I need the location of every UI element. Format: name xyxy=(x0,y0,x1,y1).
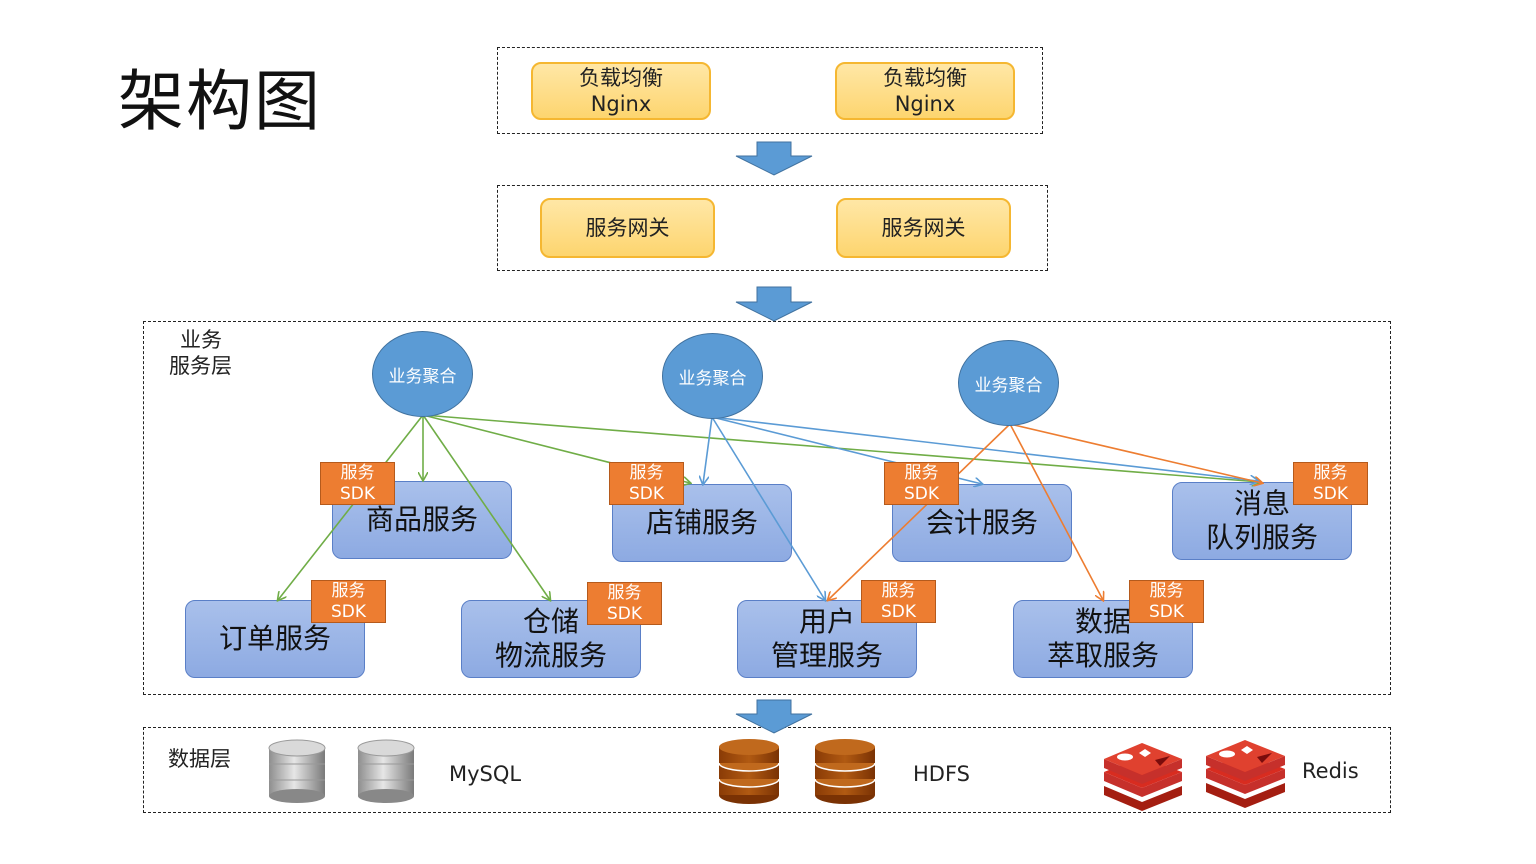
gateway-label-2: 服务网关 xyxy=(881,216,966,240)
sdk-tag-line1: 服务 xyxy=(331,580,366,601)
sdk-tag-line1: 服务 xyxy=(1149,580,1184,601)
database-silver-icon xyxy=(357,739,415,803)
database-silver-icon xyxy=(268,739,326,803)
business-layer-label-2: 服务层 xyxy=(169,354,232,378)
business-aggregator-3[interactable]: 业务聚合 xyxy=(958,340,1059,426)
message-queue-service-label-2: 队列服务 xyxy=(1205,521,1318,554)
business-layer-label: 业务 服务层 xyxy=(169,327,232,379)
sdk-tag-message-queue: 服务 SDK xyxy=(1293,462,1368,505)
nginx-sub-1: Nginx xyxy=(590,92,652,116)
sdk-tag-line1: 服务 xyxy=(607,582,642,603)
page-title: 架构图 xyxy=(118,63,322,140)
flow-arrow-3 xyxy=(735,699,813,734)
database-brown-icon xyxy=(718,739,780,804)
order-service-label: 订单服务 xyxy=(218,622,331,655)
sdk-tag-warehouse: 服务 SDK xyxy=(587,582,662,625)
nginx-load-balancer-1[interactable]: 负载均衡 Nginx xyxy=(531,62,711,120)
nginx-label-1: 负载均衡 xyxy=(579,66,663,90)
sdk-tag-order: 服务 SDK xyxy=(311,580,386,623)
gateway-layer xyxy=(497,185,1048,271)
user-service-label-1: 用户 xyxy=(798,605,855,638)
redis-icon xyxy=(1206,740,1285,808)
sdk-tag-line2: SDK xyxy=(339,483,376,504)
business-service-layer xyxy=(143,321,1391,695)
gateway-label-1: 服务网关 xyxy=(585,216,670,240)
flow-arrow-1 xyxy=(735,141,813,176)
shop-service-label: 店铺服务 xyxy=(645,506,758,539)
data-layer-label: 数据层 xyxy=(168,747,231,771)
service-gateway-1[interactable]: 服务网关 xyxy=(540,198,715,258)
business-aggregator-1[interactable]: 业务聚合 xyxy=(372,331,473,417)
sdk-tag-line1: 服务 xyxy=(1313,462,1348,483)
sdk-tag-user: 服务 SDK xyxy=(861,580,936,623)
sdk-tag-accounting: 服务 SDK xyxy=(884,462,959,505)
user-service-label-2: 管理服务 xyxy=(770,639,883,672)
sdk-tag-line1: 服务 xyxy=(629,462,664,483)
sdk-tag-line2: SDK xyxy=(903,483,940,504)
product-service-label: 商品服务 xyxy=(365,503,478,536)
aggregator-label-3: 业务聚合 xyxy=(974,375,1043,396)
redis-icon xyxy=(1104,743,1182,811)
message-queue-service-label-1: 消息 xyxy=(1233,487,1290,520)
sdk-tag-shop: 服务 SDK xyxy=(609,462,684,505)
redis-label: Redis xyxy=(1302,759,1359,783)
aggregator-label-1: 业务聚合 xyxy=(388,366,457,387)
service-gateway-2[interactable]: 服务网关 xyxy=(836,198,1011,258)
sdk-tag-line1: 服务 xyxy=(904,462,939,483)
sdk-tag-data: 服务 SDK xyxy=(1129,580,1204,623)
mysql-label: MySQL xyxy=(449,762,522,786)
business-aggregator-2[interactable]: 业务聚合 xyxy=(662,333,763,419)
sdk-tag-line1: 服务 xyxy=(881,580,916,601)
sdk-tag-line1: 服务 xyxy=(340,462,375,483)
user-management-service[interactable]: 用户 管理服务 xyxy=(737,600,917,678)
sdk-tag-line2: SDK xyxy=(1312,483,1349,504)
flow-arrow-2 xyxy=(735,286,813,322)
sdk-tag-line2: SDK xyxy=(606,603,643,624)
aggregator-label-2: 业务聚合 xyxy=(678,368,747,389)
load-balancer-layer xyxy=(497,47,1043,134)
sdk-tag-line2: SDK xyxy=(628,483,665,504)
hdfs-label: HDFS xyxy=(913,762,971,786)
business-layer-label-1: 业务 xyxy=(180,328,222,352)
product-service[interactable]: 商品服务 xyxy=(332,481,512,559)
database-brown-icon xyxy=(814,739,876,804)
data-service-label-1: 数据 xyxy=(1074,605,1131,638)
orange-links xyxy=(828,423,1262,600)
warehouse-service-label-2: 物流服务 xyxy=(494,639,607,672)
sdk-tag-product: 服务 SDK xyxy=(320,462,395,505)
order-service[interactable]: 订单服务 xyxy=(185,600,365,678)
nginx-load-balancer-2[interactable]: 负载均衡 Nginx xyxy=(835,62,1015,120)
accounting-service[interactable]: 会计服务 xyxy=(892,484,1072,562)
sdk-tag-line2: SDK xyxy=(880,601,917,622)
sdk-tag-line2: SDK xyxy=(330,601,367,622)
nginx-sub-2: Nginx xyxy=(894,92,956,116)
warehouse-service-label-1: 仓储 xyxy=(522,605,579,638)
sdk-tag-line2: SDK xyxy=(1148,601,1185,622)
data-service-label-2: 萃取服务 xyxy=(1046,639,1159,672)
accounting-service-label: 会计服务 xyxy=(925,506,1038,539)
nginx-label-2: 负载均衡 xyxy=(883,66,967,90)
